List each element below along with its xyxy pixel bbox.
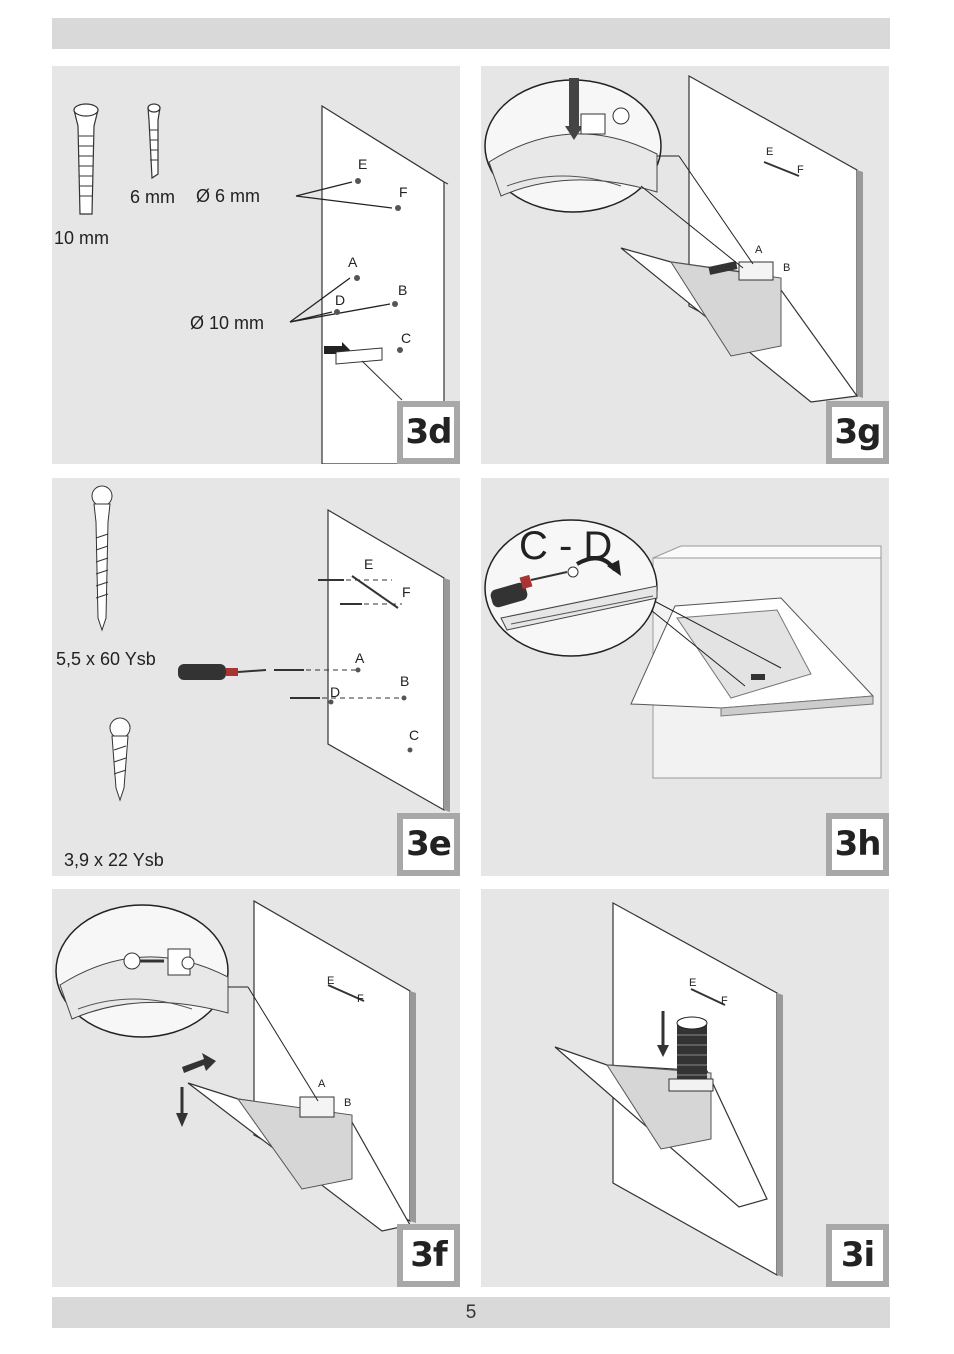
point-b: B <box>344 1097 352 1109</box>
step-label-3h: 3h <box>832 819 883 870</box>
label-plug-6mm: 6 mm <box>130 187 175 207</box>
illustration-3f <box>55 899 416 1232</box>
label-screw-short: 3,9 x 22 Ysb <box>64 850 164 870</box>
step-label-3d: 3d <box>403 407 454 458</box>
point-b: B <box>400 673 410 689</box>
label-drill-6mm: Ø 6 mm <box>196 186 261 206</box>
point-a: A <box>318 1078 326 1090</box>
point-e: E <box>766 146 774 158</box>
point-d: D <box>330 684 341 700</box>
point-e: E <box>358 156 368 172</box>
label-screw-long: 5,5 x 60 Ysb <box>56 649 156 669</box>
point-c: C <box>401 330 412 346</box>
panel-3g: E F A B 3g <box>481 66 889 464</box>
label-drill-10mm: Ø 10 mm <box>190 313 265 333</box>
step-badge-3g: 3g <box>826 401 889 464</box>
illustration-3i <box>554 901 783 1277</box>
step-label-3i: 3i <box>832 1230 883 1281</box>
panel-3e: 5,5 x 60 Ysb 3,9 x 22 Ysb E F A B D C 3e <box>52 478 460 876</box>
step-badge-3h: 3h <box>826 813 889 876</box>
point-a: A <box>355 650 365 666</box>
label-plug-10mm: 10 mm <box>54 228 110 248</box>
step-label-3f: 3f <box>403 1230 454 1281</box>
point-f: F <box>721 995 728 1007</box>
point-c: C <box>409 727 420 743</box>
point-b: B <box>783 262 791 274</box>
step-badge-3d: 3d <box>397 401 460 464</box>
point-b: B <box>398 282 408 298</box>
illustration-3h <box>484 519 882 779</box>
point-e: E <box>327 975 335 987</box>
panel-3f: E F A B 3f <box>52 889 460 1287</box>
step-label-3g: 3g <box>832 407 883 458</box>
page-number: 5 <box>465 1302 477 1323</box>
step-label-3e: 3e <box>403 819 454 870</box>
step-badge-3f: 3f <box>397 1224 460 1287</box>
point-f: F <box>357 993 364 1005</box>
step-badge-3e: 3e <box>397 813 460 876</box>
header-bar <box>52 18 890 49</box>
label-c-d: C - D <box>519 524 613 568</box>
point-e: E <box>689 977 697 989</box>
point-a: A <box>348 254 358 270</box>
illustration-3e <box>91 485 450 812</box>
point-f: F <box>402 584 411 600</box>
point-a: A <box>755 244 763 256</box>
panel-3i: E F 3i <box>481 889 889 1287</box>
panel-3h: C - D 3h <box>481 478 889 876</box>
footer-bar: 5 <box>52 1297 890 1328</box>
point-d: D <box>335 292 346 308</box>
point-f: F <box>399 184 408 200</box>
illustration-3g <box>484 74 863 403</box>
step-badge-3i: 3i <box>826 1224 889 1287</box>
panel-3d: 10 mm 6 mm Ø 6 mm Ø 10 mm E F A B D C 3d <box>52 66 460 464</box>
illustration-3d <box>73 103 449 464</box>
point-f: F <box>797 164 804 176</box>
point-e: E <box>364 556 374 572</box>
